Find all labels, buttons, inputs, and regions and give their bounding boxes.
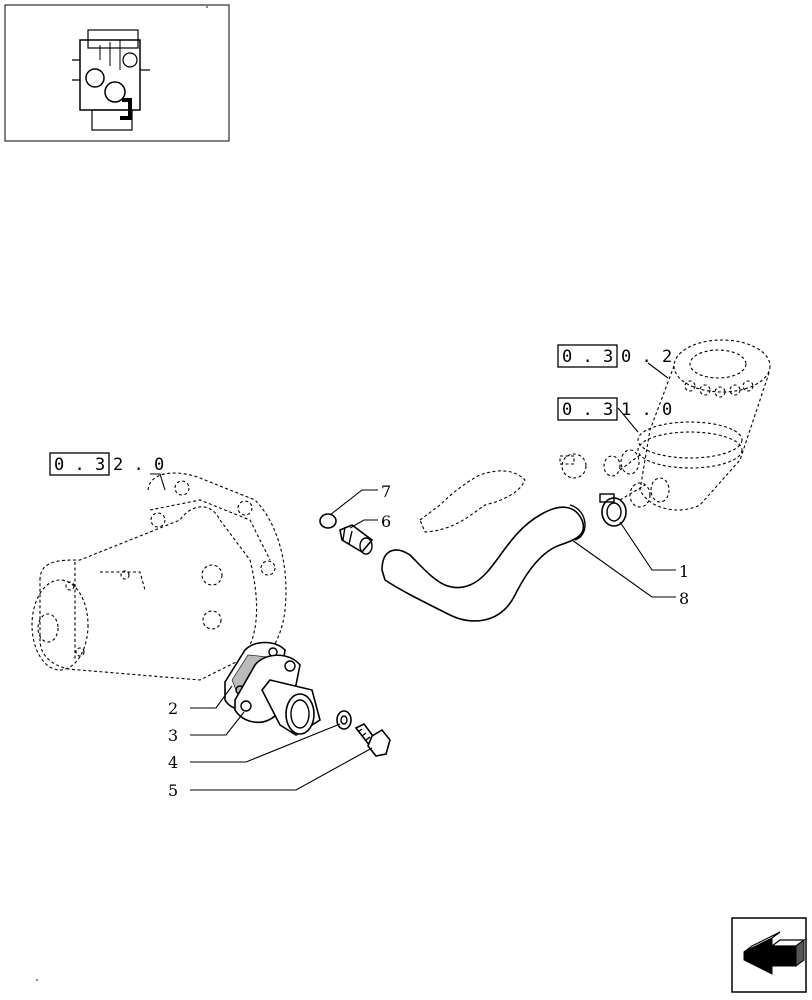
callout-5: 5 [168, 781, 178, 800]
water-pump-housing [31, 472, 287, 681]
callout-1: 1 [679, 562, 689, 581]
hose-end [569, 504, 586, 541]
engine-thumbnail[interactable] [4, 4, 230, 142]
alt-hose [419, 470, 526, 533]
bolt-part-5[interactable] [354, 722, 391, 757]
leader-lines [150, 362, 676, 791]
hose-part-8[interactable] [381, 506, 585, 622]
callout-8: 8 [679, 589, 689, 608]
dot-mark [36, 979, 38, 981]
reference-0-3-1-0[interactable]: 0 . 3 1 . 0 [557, 397, 672, 421]
svg-text:2 . 0: 2 . 0 [113, 455, 164, 475]
svg-text:0 . 3: 0 . 3 [562, 400, 613, 420]
filter-housing [603, 339, 771, 511]
callout-2: 2 [168, 699, 178, 718]
callout-4: 4 [168, 753, 178, 772]
callout-3: 3 [168, 726, 178, 745]
dot-mark [206, 6, 208, 8]
svg-text:0 . 3: 0 . 3 [562, 347, 613, 367]
hose-clamp-alt [559, 453, 587, 479]
svg-text:0 . 3: 0 . 3 [54, 455, 105, 475]
hose-clamp-part-1[interactable] [599, 493, 627, 527]
reference-0-3-2-0[interactable]: 0 . 3 2 . 0 [49, 452, 164, 476]
outlet-flange-part-3[interactable] [234, 654, 321, 736]
callout-6: 6 [381, 512, 391, 531]
o-ring-part-7[interactable] [319, 513, 337, 529]
callout-7: 7 [381, 482, 391, 501]
washer-part-4[interactable] [336, 710, 352, 730]
next-page-arrow-icon[interactable] [731, 917, 807, 993]
svg-text:0 . 2: 0 . 2 [621, 347, 672, 367]
svg-text:1 . 0: 1 . 0 [621, 400, 672, 420]
union-part-6[interactable] [339, 524, 374, 555]
reference-0-3-0-2[interactable]: 0 . 3 0 . 2 [557, 344, 672, 368]
